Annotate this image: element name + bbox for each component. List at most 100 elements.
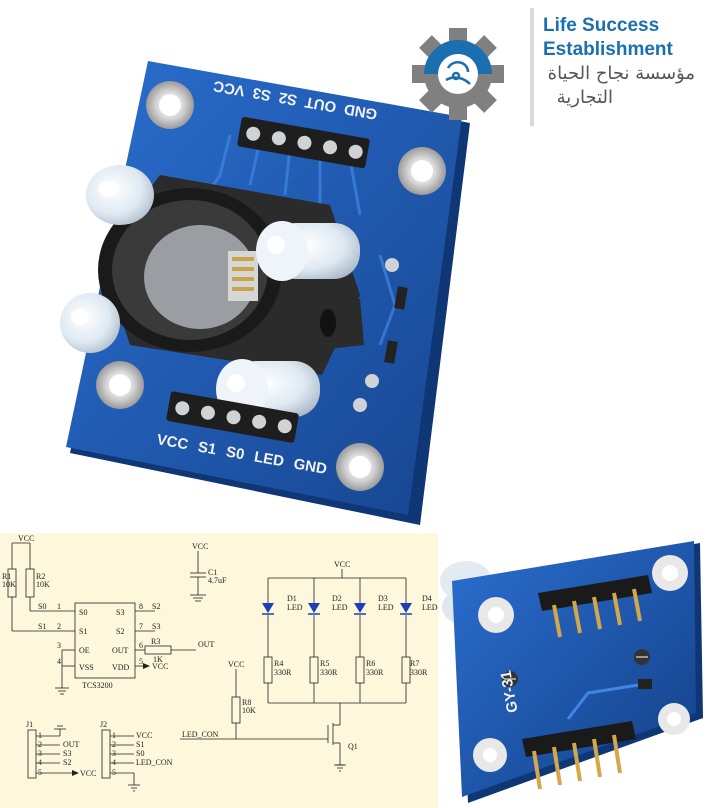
j1-net: S3 [63,749,71,758]
ic-pin-label: OE [79,646,90,655]
ic-pin-label: VDD [112,663,130,672]
net-s1: S1 [38,622,46,631]
net-vcc: VCC [334,560,350,569]
ic-pin-num: 4 [57,657,61,666]
gear-icon [412,28,504,120]
pin-label-vcc-top: VCC [212,77,246,99]
mounting-hole [398,147,446,195]
led-d3-label: D3 [378,594,388,603]
r1-value: 10K [2,580,16,589]
r7-value: 330R [410,668,428,677]
led-d2-label: D2 [332,594,342,603]
j2-pin-num: 2 [112,740,116,749]
ic-tcs3200 [74,602,136,679]
net-s0: S0 [38,602,46,611]
led [256,221,360,281]
logo-line2: Establishment [543,39,673,60]
j2-label: J2 [100,720,107,729]
company-logo: Life Success Establishment مؤسسة نجاح ال… [400,8,700,128]
j1-pin-num: 1 [38,731,42,740]
pin-label-s2-top: S2 [277,89,298,109]
j2-net: VCC [136,731,152,740]
pin-label-vcc-bottom: VCC [155,431,189,453]
led-type-label: LED [422,603,438,612]
net-vcc: VCC [192,542,208,551]
r5-value: 330R [320,668,338,677]
r8-value: 10K [242,706,256,715]
r6-label: R6 [366,659,375,668]
j2-net: LED_CON [136,758,173,767]
pin-label-s3-top: S3 [251,84,272,104]
led-d1-label: D1 [287,594,297,603]
r2-label: R2 [36,572,45,581]
ic-pin-label: S0 [79,608,87,617]
sensor-board-back-photo: GY-31 [438,533,707,808]
ic-pin-num: 5 [139,657,143,666]
r1-label: R1 [2,572,11,581]
mounting-hole [336,443,384,491]
led-type-label: LED [332,603,348,612]
r3-label: R3 [151,637,160,646]
circuit-schematic: VCC R1 10K R2 10K S0 S1 1 2 3 4 S0 S1 OE… [0,533,438,808]
ic-pin-label: OUT [112,646,129,655]
pin-label-out-top: OUT [304,93,338,115]
ic-pin-num: 6 [139,641,143,650]
net-vcc: VCC [152,662,168,671]
q1-label: Q1 [348,742,358,751]
led [86,165,154,225]
sensor-board-front-photo: GND OUT S2 S3 VCC [60,61,470,525]
j1-pin-num: 3 [38,749,42,758]
net-vcc: VCC [18,534,34,543]
ic-pin-label: VSS [79,663,94,672]
ic-name: TCS3200 [82,681,113,690]
net-s2: S2 [152,602,160,611]
net-out: OUT [198,640,215,649]
j2-pin-num: 4 [112,758,116,767]
led-diode [262,603,412,615]
j2-pin-num: 3 [112,749,116,758]
j1-net: OUT [63,740,80,749]
j2-net: S1 [136,740,144,749]
c1-value: 4.7uF [208,576,227,585]
j1-net: VCC [80,769,96,778]
j1-pin-num: 5 [38,768,42,777]
j1-pin-num: 2 [38,740,42,749]
pin-label-gnd-bottom: GND [292,455,328,478]
r5-label: R5 [320,659,329,668]
svg-text:GND OUT S2 S: GND OUT S2 S3 VCC [212,77,379,123]
ic-pin-num: 1 [57,602,61,611]
pin-label-led-bottom: LED [253,448,286,470]
j2-net: S0 [136,749,144,758]
led [60,293,120,353]
r4-label: R4 [274,659,283,668]
ic-pin-num: 2 [57,622,61,631]
net-vcc: VCC [228,660,244,669]
mounting-hole [96,361,144,409]
net-s3: S3 [152,622,160,631]
net-led-con: LED_CON [182,730,219,739]
led-type-label: LED [287,603,303,612]
led-type-label: LED [378,603,394,612]
logo-arabic-line1: مؤسسة نجاح الحياة [547,63,695,84]
j1-net: S2 [63,758,71,767]
j1-label: J1 [26,720,33,729]
j1-pin-num: 4 [38,758,42,767]
c1-label: C1 [208,568,217,577]
pin-label-s0-bottom: S0 [225,443,246,463]
ic-pin-label: S2 [116,627,124,636]
ic-pin-num: 7 [139,622,143,631]
pin-label-s1-bottom: S1 [197,439,218,459]
r2-value: 10K [36,580,50,589]
pin-header-back-top [538,575,652,638]
pin-label-gnd-top: GND [343,100,379,123]
j2-pin-num: 5 [112,768,116,777]
mounting-hole [146,81,194,129]
r6-value: 330R [366,668,384,677]
r8-label: R8 [242,698,251,707]
ic-pin-num: 3 [57,641,61,650]
ic-pin-label: S1 [79,627,87,636]
pin-header-back-bottom [522,721,636,790]
r4-value: 330R [274,668,292,677]
r3-value: 1K [153,655,163,664]
ic-pin-label: S3 [116,608,124,617]
